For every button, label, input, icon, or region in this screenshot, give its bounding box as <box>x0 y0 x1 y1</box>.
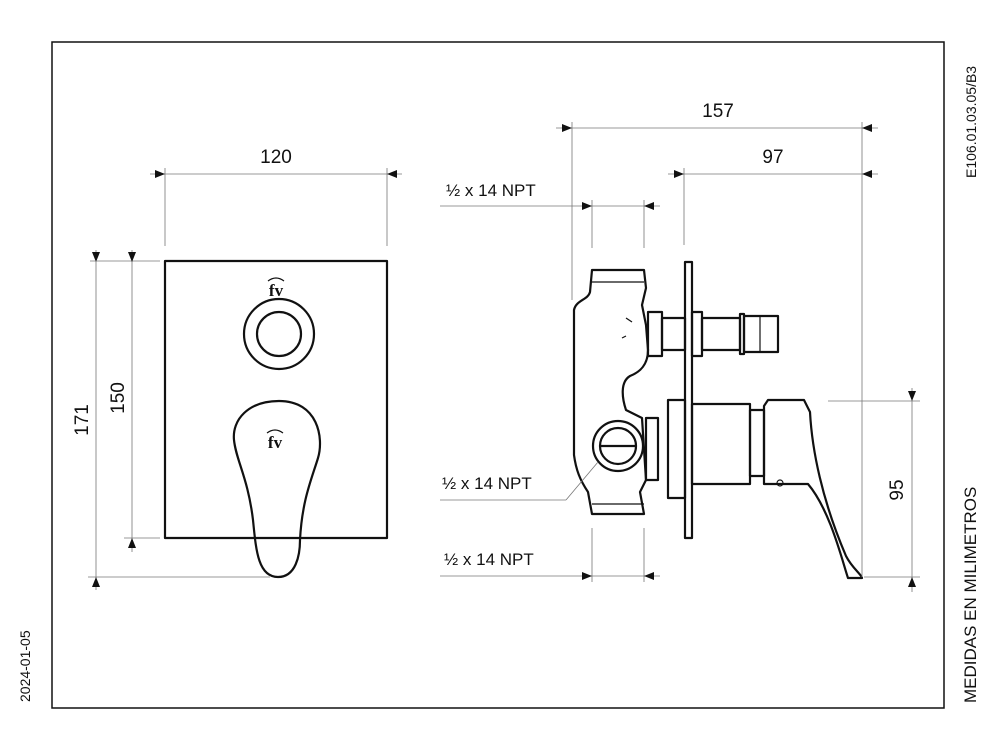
dim-lever-height: 95 <box>887 479 908 500</box>
inlet-port-outer <box>591 419 645 473</box>
dim-total-depth: 157 <box>702 101 734 122</box>
thread-label-middle: ½ x 14 NPT <box>442 474 532 493</box>
diverter-knob-inner <box>255 310 303 358</box>
cover-plate <box>163 259 389 540</box>
diverter-cap <box>742 314 780 354</box>
valve-body <box>572 268 650 516</box>
drawing-code: E106.01.03.05/B3 <box>963 66 979 178</box>
lever-handle <box>232 399 322 579</box>
front-view: fv fv 120 171 150 <box>72 147 402 590</box>
drawing-date: 2024-01-05 <box>17 630 33 702</box>
thread-label-bottom: ½ x 14 NPT <box>444 550 534 569</box>
side-view: 157 97 ½ x 14 NPT ½ x 14 NPT ½ x 14 NPT … <box>440 101 920 592</box>
dim-overall-height: 171 <box>72 404 93 436</box>
svg-text:fv: fv <box>268 433 283 452</box>
thread-label-top: ½ x 14 NPT <box>446 181 536 200</box>
dim-depth-from-plate: 97 <box>762 147 783 168</box>
diverter-spindle <box>660 316 687 352</box>
lever-side <box>762 398 864 580</box>
units-note: MEDIDAS EN MILIMETROS <box>961 487 980 703</box>
dim-plate-width: 120 <box>260 147 292 168</box>
logo-icon-top: fv <box>267 277 285 300</box>
diverter-knob-outer <box>242 297 316 371</box>
drawing-frame <box>51 41 945 709</box>
logo-icon-lever: fv <box>266 429 284 452</box>
svg-text:fv: fv <box>269 281 284 300</box>
inlet-port-inner <box>598 426 638 466</box>
dim-plate-height: 150 <box>108 382 129 414</box>
cartridge-body <box>690 402 752 486</box>
diverter-spindle-base <box>646 310 664 358</box>
